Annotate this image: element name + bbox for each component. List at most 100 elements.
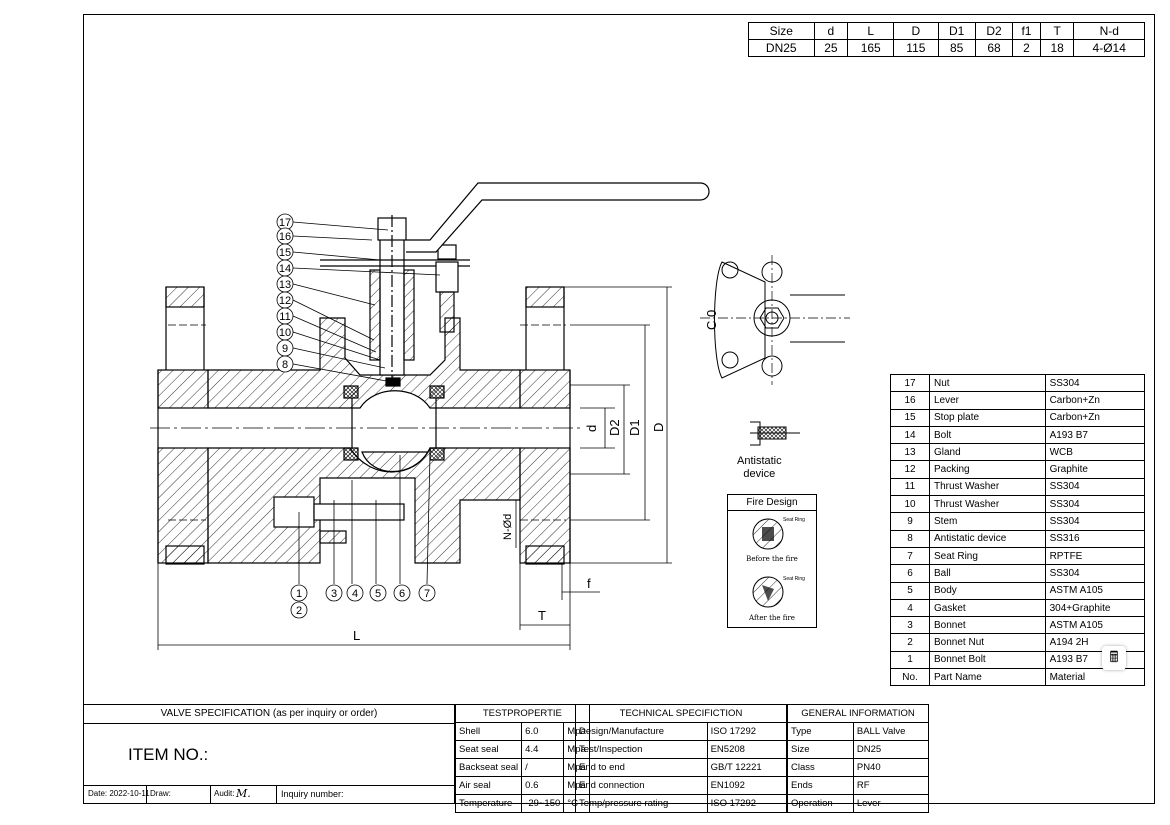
part-row-no: 15	[890, 408, 930, 427]
part-row-material: SS304	[1044, 373, 1146, 393]
callout-7: 7	[418, 584, 436, 602]
part-row-no: 2	[890, 633, 930, 652]
tech-row-value: ISO 17292	[706, 794, 788, 813]
test-row-value: 0.6	[521, 776, 565, 795]
tech-row-name: Design/Manufacture	[575, 722, 708, 741]
general-row-name: Size	[787, 740, 854, 759]
tech-row-value: EN5208	[706, 740, 788, 759]
body-upper	[207, 317, 521, 409]
part-row-no: 7	[890, 546, 930, 566]
callout-9: 9	[276, 339, 294, 357]
svg-text:9: 9	[282, 343, 288, 355]
part-row-name: Bolt	[929, 425, 1046, 445]
part-row-name: Body	[929, 581, 1046, 600]
test-row: Backseat seal/Mpa	[454, 758, 590, 777]
part-row-no: 17	[890, 373, 930, 393]
part-row-name: Antistatic device	[929, 529, 1046, 548]
part-row-material: SS316	[1044, 529, 1146, 548]
dim-L: L	[353, 628, 360, 643]
part-row-material: SS304	[1044, 477, 1146, 497]
ball	[361, 451, 430, 473]
callout-5: 5	[369, 584, 387, 602]
part-row-material: A193 B7	[1044, 425, 1146, 445]
audit-signature: M.	[236, 787, 251, 800]
svg-text:4: 4	[352, 588, 358, 600]
fire-design-title: Fire Design	[728, 495, 816, 511]
dim-D: D	[651, 423, 666, 432]
part-row-name: Stem	[929, 512, 1046, 531]
part-row-material: SS304	[1044, 512, 1146, 531]
svg-text:15: 15	[279, 247, 291, 259]
callout-8: 8	[276, 355, 294, 373]
general-row-value: RF	[852, 776, 930, 795]
general-row-value: Lever	[852, 794, 930, 813]
part-row-name: Ball	[929, 564, 1046, 583]
svg-text:6: 6	[399, 588, 405, 600]
tech-row-name: Temp/pressure rating	[575, 794, 708, 813]
part-row-material: ASTM A105	[1044, 616, 1146, 635]
callout-12: 12	[276, 291, 294, 309]
part-row-material: A193 B7	[1044, 650, 1146, 670]
part-row-material: RPTFE	[1044, 546, 1146, 566]
callout-3: 3	[325, 584, 343, 602]
test-row-value: 4.4	[521, 740, 565, 759]
tech-row-value: EN1092	[706, 776, 788, 795]
callout-4: 4	[346, 584, 364, 602]
part-row-no: 16	[890, 391, 930, 410]
seat-ring-after-icon	[752, 576, 784, 608]
right-flange-top	[519, 369, 571, 409]
left-flange-bottom	[157, 447, 209, 564]
test-row-name: Air seal	[454, 776, 523, 795]
callout-13: 13	[276, 275, 294, 293]
svg-text:13: 13	[279, 279, 291, 291]
part-row-name: Bonnet Bolt	[929, 650, 1046, 670]
dim-D2: D2	[607, 419, 622, 436]
svg-text:1: 1	[296, 588, 302, 600]
svg-text:17: 17	[279, 217, 291, 229]
callout-16: 16	[276, 227, 294, 245]
svg-text:14: 14	[279, 263, 291, 275]
general-row-value: BALL Valve	[852, 722, 930, 741]
part-row-material: A194 2H	[1044, 633, 1146, 652]
antistatic-icon	[750, 421, 800, 446]
part-row-name: Nut	[929, 373, 1046, 393]
general-row-name: Ends	[787, 776, 854, 795]
part-row-no: 6	[890, 564, 930, 583]
tech-row-name: End connection	[575, 776, 708, 795]
part-row-name: Lever	[929, 391, 1046, 410]
callout-1: 1	[290, 584, 308, 602]
test-row-value: -29~150	[521, 794, 565, 813]
part-row-material: Carbon+Zn	[1044, 391, 1146, 410]
part-row-no: 10	[890, 495, 930, 514]
tech-row-name: Test/Inspection	[575, 740, 708, 759]
calculator-icon[interactable]: 🖩	[1102, 646, 1126, 670]
test-row-value: 6.0	[521, 722, 565, 741]
general-row-name: Class	[787, 758, 854, 777]
spec-block: VALVE SPECIFICATION (as per inquiry or o…	[83, 704, 455, 804]
part-row-material: Carbon+Zn	[1044, 408, 1146, 427]
dim-T: T	[538, 608, 546, 623]
test-row-name: Backseat seal	[454, 758, 523, 777]
part-row-no: 1	[890, 650, 930, 670]
callout-15: 15	[276, 243, 294, 261]
part-row-name: Seat Ring	[929, 546, 1046, 566]
